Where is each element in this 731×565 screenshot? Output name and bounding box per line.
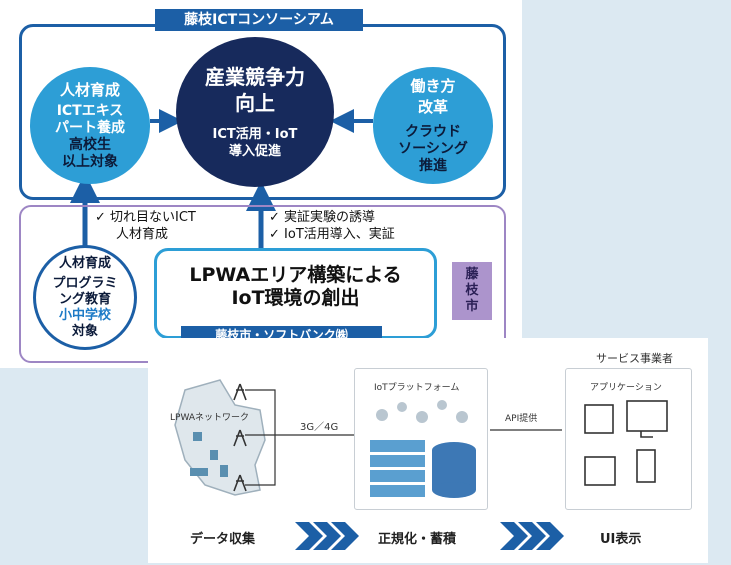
work-reform-circle: 働き方 改革 クラウド ソーシング 推進 bbox=[373, 67, 493, 184]
iot-platform-label: IoTプラットフォーム bbox=[374, 383, 460, 393]
applications-label: アプリケーション bbox=[590, 383, 662, 393]
programming-line2: プログラミ bbox=[52, 275, 118, 291]
lpwa-network-label: LPWAネットワーク bbox=[170, 413, 250, 423]
programming-target1: 小中学校 bbox=[58, 307, 111, 323]
work-reform-sub2: ソーシング bbox=[398, 141, 468, 157]
work-reform-sub3: 推進 bbox=[419, 158, 447, 174]
applications-box bbox=[565, 368, 692, 510]
competitiveness-title2: 向上 bbox=[235, 91, 275, 115]
work-reform-title2: 改革 bbox=[417, 98, 448, 116]
lpwa-box bbox=[154, 248, 437, 339]
app-icons bbox=[584, 400, 668, 486]
programming-line3: ング教育 bbox=[58, 291, 111, 307]
step-normalize-store: 正規化・蓄積 bbox=[378, 532, 457, 547]
hr-line2: パート養成 bbox=[55, 120, 125, 136]
hr-line1: ICTエキス bbox=[56, 103, 124, 119]
programming-target2: 対象 bbox=[71, 323, 98, 339]
report-icon bbox=[584, 404, 614, 434]
competitiveness-sub2: 導入促進 bbox=[228, 144, 281, 159]
step-chevrons bbox=[295, 522, 564, 550]
city-tag: 藤 枝 市 bbox=[452, 262, 492, 320]
work-reform-sub1: クラウド bbox=[405, 124, 461, 140]
hr-target1: 高校生 bbox=[69, 137, 111, 153]
phone-icon bbox=[636, 449, 656, 483]
service-provider-label: サービス事業者 bbox=[596, 352, 673, 365]
map-figure bbox=[174, 379, 266, 496]
consortium-title: 藤枝ICTコンソーシアム bbox=[155, 9, 363, 31]
competitiveness-title1: 産業競争力 bbox=[205, 65, 305, 89]
step-ui-display: UI表示 bbox=[600, 532, 642, 547]
hr-target2: 以上対象 bbox=[62, 154, 118, 170]
check-right-2: ✓ IoT活用導入、実証 bbox=[269, 227, 395, 242]
hr-development-circle: 人材育成 ICTエキス パート養成 高校生 以上対象 bbox=[30, 67, 150, 184]
server-db-illustration bbox=[370, 400, 476, 498]
network-lines bbox=[245, 389, 355, 486]
programming-line1: 人材育成 bbox=[58, 255, 111, 271]
lpwa-heading: LPWAエリア構築による IoT環境の創出 bbox=[158, 264, 433, 310]
step-data-collection: データ収集 bbox=[190, 532, 256, 547]
chart-icon bbox=[584, 456, 616, 486]
city-tag-char1: 藤 bbox=[465, 267, 479, 282]
lpwa-line1: LPWAエリア構築による bbox=[189, 264, 402, 286]
api-arrow bbox=[490, 429, 562, 431]
monitor-icon bbox=[626, 400, 668, 432]
check-right-1: ✓ 実証実験の誘導 bbox=[269, 210, 376, 225]
competitiveness-circle: 産業競争力 向上 ICT活用・IoT 導入促進 bbox=[176, 37, 334, 187]
check-left-2: 人材育成 bbox=[116, 227, 169, 242]
work-reform-title1: 働き方 bbox=[410, 77, 456, 95]
network-type-label: 3G／4G bbox=[300, 422, 339, 433]
sensor-icons bbox=[190, 432, 228, 477]
check-left-1: ✓ 切れ目ないICT bbox=[95, 210, 196, 225]
city-tag-char2: 枝 bbox=[465, 283, 479, 298]
api-label: API提供 bbox=[505, 414, 538, 424]
city-map-shape bbox=[174, 379, 266, 496]
lpwa-line2: IoT環境の創出 bbox=[231, 287, 360, 309]
city-tag-char3: 市 bbox=[465, 299, 479, 314]
iot-platform-box bbox=[354, 368, 488, 510]
competitiveness-sub1: ICT活用・IoT bbox=[212, 127, 298, 142]
tower-icon bbox=[233, 383, 247, 492]
programming-circle: 人材育成 プログラミ ング教育 小中学校 対象 bbox=[33, 245, 137, 350]
hr-title: 人材育成 bbox=[59, 81, 120, 99]
